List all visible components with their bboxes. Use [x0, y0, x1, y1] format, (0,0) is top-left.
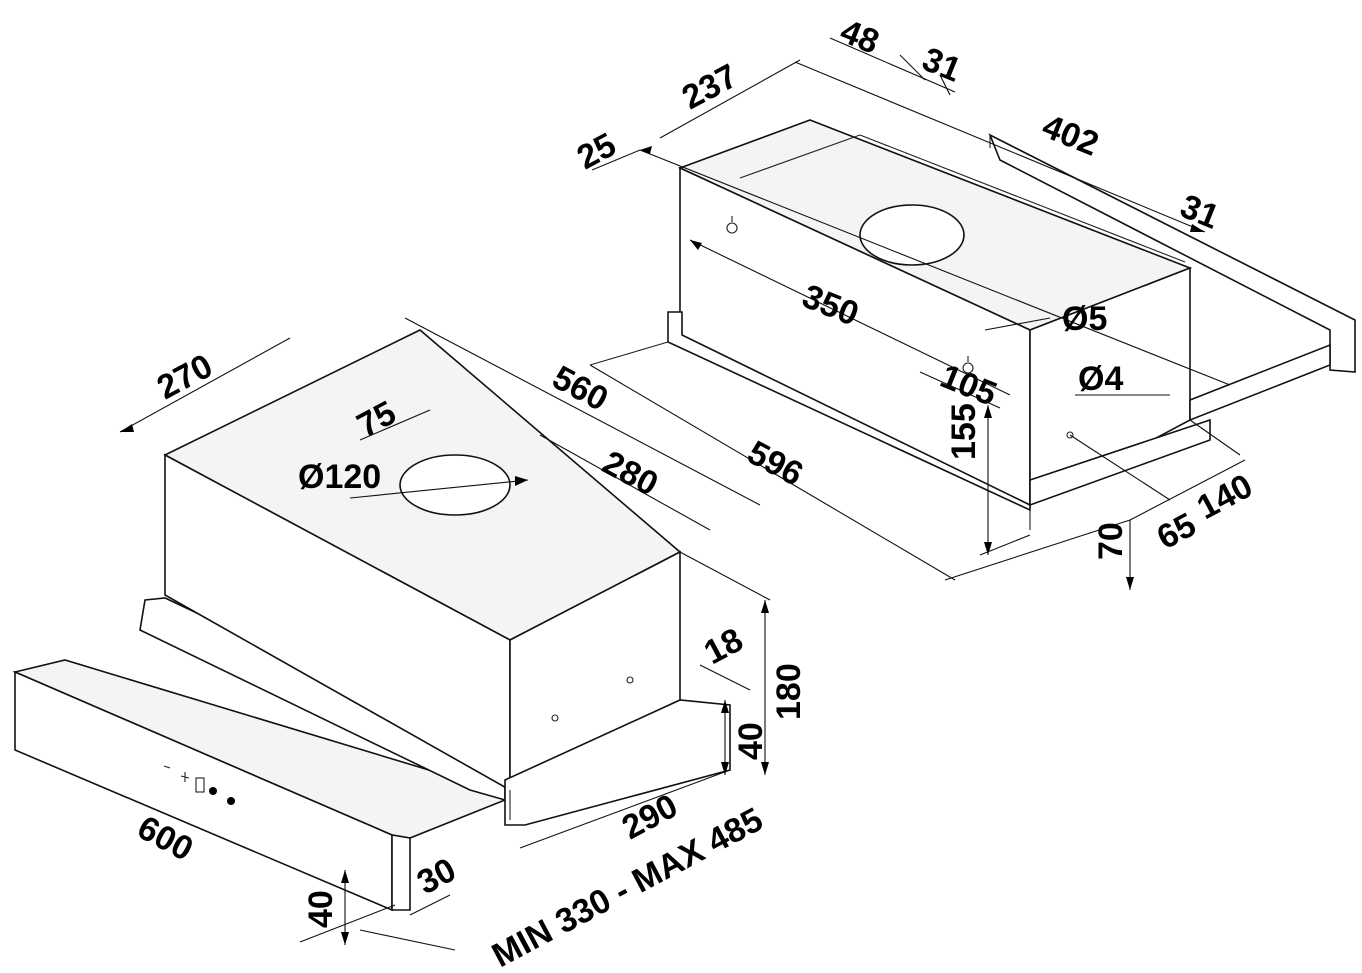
- control-panel: [163, 765, 235, 805]
- mount-hole: [551, 714, 559, 722]
- button-dot-icon: [227, 797, 235, 805]
- label-70: 70: [1092, 522, 1130, 560]
- label-30: 30: [411, 851, 462, 902]
- plus-icon: [180, 772, 190, 782]
- rear-view: [589, 37, 1356, 590]
- label-140: 140: [1191, 467, 1259, 527]
- rear-bottom-rail: [1189, 343, 1331, 422]
- mount-hole: [626, 676, 634, 684]
- label-31-right: 31: [1175, 187, 1224, 236]
- label-48: 48: [835, 12, 884, 61]
- label-270: 270: [151, 347, 219, 407]
- minus-icon: [163, 765, 171, 769]
- label-560: 560: [546, 359, 614, 419]
- display-icon: [195, 777, 205, 793]
- label-180: 180: [770, 663, 808, 720]
- label-40-left: 40: [302, 890, 340, 928]
- front-view: [12, 317, 771, 951]
- button-dot-icon: [209, 787, 217, 795]
- label-40-right: 40: [732, 722, 770, 760]
- label-phi4: Ø4: [1078, 360, 1123, 398]
- label-155: 155: [945, 403, 983, 460]
- label-402: 402: [1037, 107, 1104, 163]
- rear-bottom-lip: [1029, 418, 1211, 507]
- label-18: 18: [698, 621, 749, 672]
- label-phi120: Ø120: [298, 458, 381, 496]
- front-outlet-ellipse: [399, 454, 511, 516]
- label-phi5: Ø5: [1062, 300, 1107, 338]
- label-237: 237: [676, 57, 744, 117]
- label-65: 65: [1151, 506, 1202, 557]
- rear-outlet-ellipse: [859, 204, 965, 266]
- rear-rail: [988, 133, 1356, 373]
- keyhole-slot-left: [726, 216, 738, 234]
- label-596: 596: [741, 434, 809, 494]
- keyhole-slot-right: [962, 356, 974, 374]
- front-panel-edge: [391, 834, 411, 911]
- screw-hole: [1066, 431, 1074, 439]
- label-31-top: 31: [917, 40, 966, 89]
- label-25: 25: [571, 126, 622, 177]
